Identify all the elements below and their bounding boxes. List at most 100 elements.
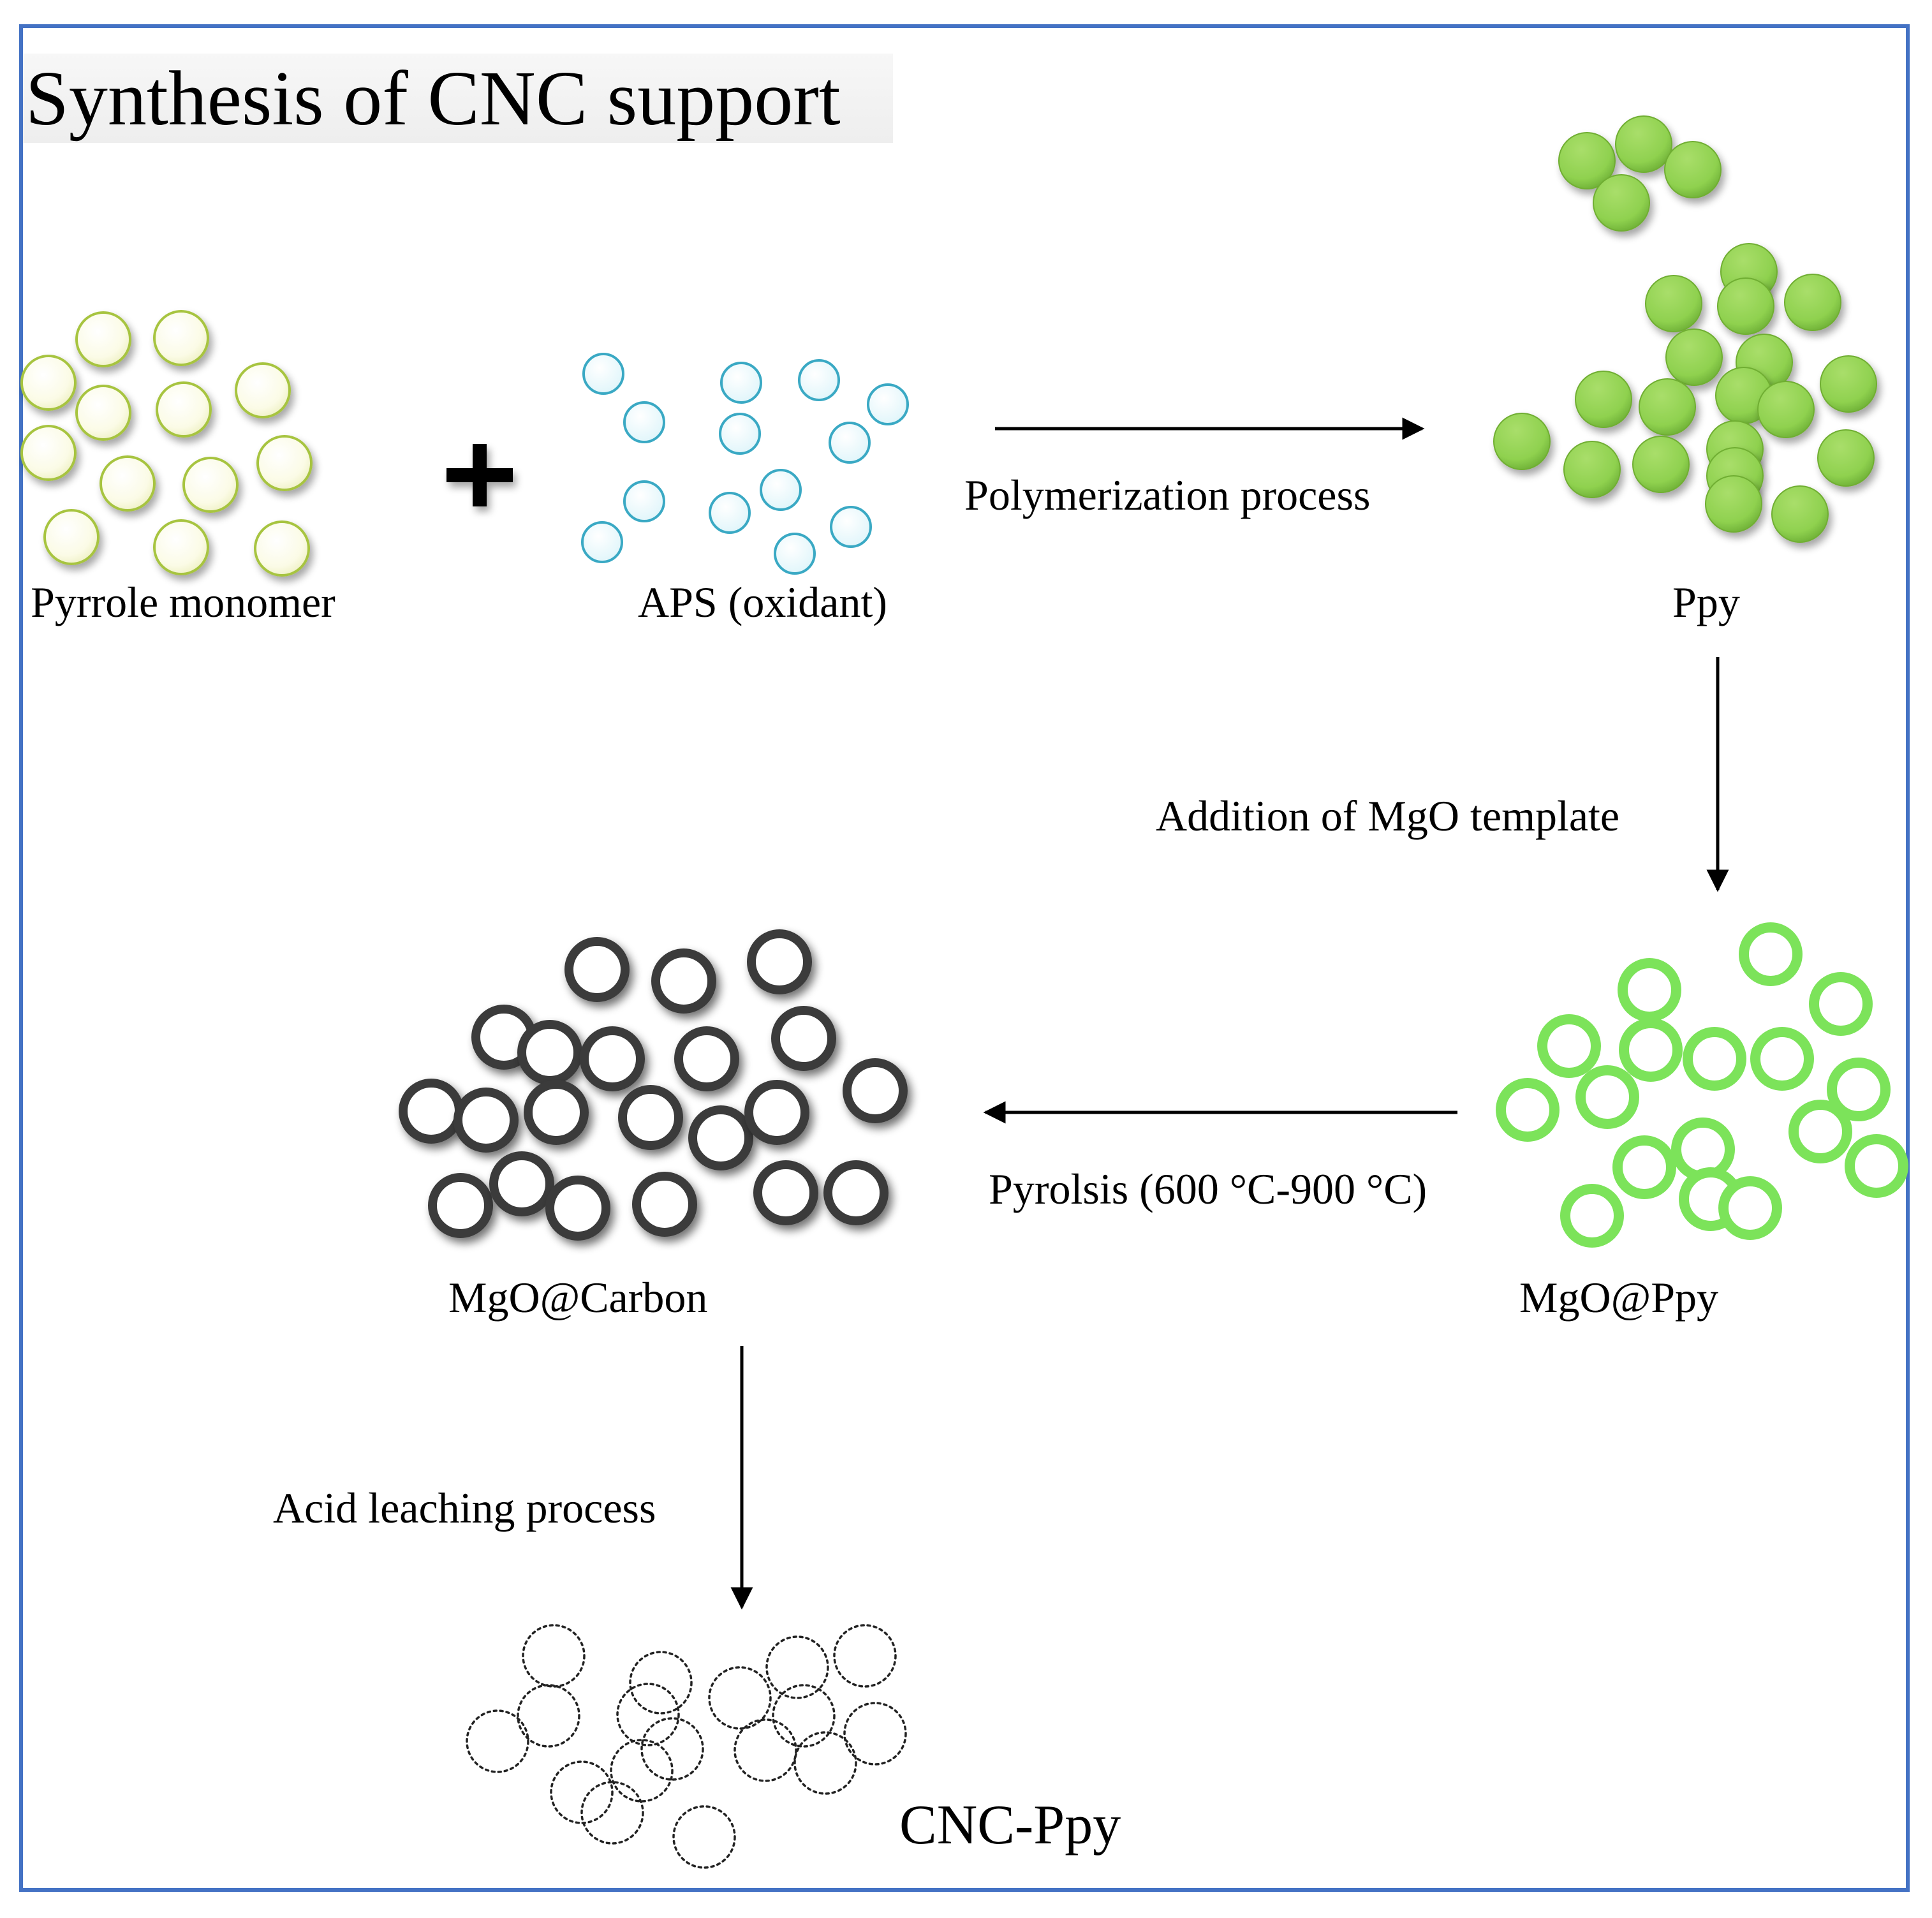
mgo-carbon-particle bbox=[564, 937, 630, 1002]
aps-particle bbox=[582, 353, 624, 395]
ppy-particle bbox=[1771, 485, 1829, 543]
mgo-ppy-particle bbox=[1671, 1118, 1735, 1181]
mgo-carbon-particle bbox=[428, 1173, 493, 1238]
ppy-particle bbox=[1664, 141, 1722, 198]
cnc-ppy-hollow-particle bbox=[550, 1760, 614, 1824]
cnc-ppy-hollow-particle bbox=[580, 1781, 644, 1845]
ppy-particle bbox=[1817, 429, 1875, 487]
cnc-ppy-hollow-particle bbox=[734, 1718, 797, 1782]
aps-particle bbox=[830, 506, 872, 548]
title-background bbox=[23, 54, 893, 143]
mgo-carbon-particle bbox=[747, 929, 812, 994]
acid-leaching-process-label: Acid leaching process bbox=[273, 1484, 656, 1532]
pyrrole-particle bbox=[75, 311, 131, 367]
mgo-carbon-particle bbox=[618, 1085, 683, 1150]
cnc-ppy-hollow-particle bbox=[640, 1717, 704, 1781]
mgo-carbon-particle bbox=[524, 1080, 589, 1145]
cnc-ppy-hollow-particle bbox=[793, 1731, 857, 1795]
mgo-carbon-particle bbox=[674, 1026, 739, 1091]
mgo-ppy-cluster bbox=[1496, 922, 1908, 1248]
cnc-ppy-cluster bbox=[466, 1624, 907, 1869]
mgo-ppy-particle bbox=[1809, 972, 1873, 1036]
ppy-particle bbox=[1632, 436, 1690, 493]
pyrrole-particle bbox=[20, 355, 77, 411]
aps-particle bbox=[623, 401, 665, 443]
aps-particle bbox=[719, 413, 761, 455]
mgo-carbon-label: MgO@Carbon bbox=[448, 1273, 708, 1322]
cnc-ppy-hollow-particle bbox=[833, 1624, 897, 1688]
mgo-ppy-label: MgO@Ppy bbox=[1519, 1273, 1719, 1322]
mgo-ppy-particle bbox=[1750, 1027, 1814, 1091]
figure-title: Synthesis of CNC support bbox=[26, 55, 841, 142]
ppy-particle bbox=[1558, 132, 1616, 189]
plus-icon bbox=[446, 444, 513, 506]
cnc-ppy-hollow-particle bbox=[672, 1805, 736, 1869]
aps-particle bbox=[720, 362, 762, 404]
mgo-ppy-particle bbox=[1496, 1078, 1560, 1142]
aps-oxidant-label: APS (oxidant) bbox=[638, 578, 887, 626]
pyrolysis-label: Pyrolsis (600 °C-900 °C) bbox=[989, 1165, 1427, 1213]
ppy-cluster bbox=[1493, 115, 1877, 543]
pyrrole-monomer-label: Pyrrole monomer bbox=[31, 578, 336, 626]
pyrrole-particle bbox=[156, 381, 212, 438]
addition-of-mgo-template-label: Addition of MgO template bbox=[1156, 792, 1620, 840]
pyrrole-particle bbox=[153, 310, 209, 366]
pyrrole-particle bbox=[182, 457, 239, 513]
pyrrole-particle bbox=[235, 362, 291, 418]
ppy-particle bbox=[1563, 441, 1621, 498]
ppy-particle bbox=[1615, 115, 1672, 173]
mgo-carbon-particle bbox=[744, 1080, 809, 1145]
ppy-particle bbox=[1639, 378, 1696, 436]
pyrrole-particle bbox=[254, 520, 310, 577]
mgo-carbon-particle bbox=[651, 948, 716, 1014]
aps-particle bbox=[798, 359, 840, 401]
pyrrole-particle bbox=[256, 435, 313, 491]
ppy-particle bbox=[1665, 328, 1723, 386]
cnc-ppy-hollow-particle bbox=[616, 1683, 680, 1746]
ppy-particle bbox=[1493, 413, 1551, 470]
mgo-ppy-particle bbox=[1718, 1176, 1782, 1240]
mgo-carbon-particle bbox=[489, 1151, 554, 1216]
aps-particle bbox=[709, 492, 751, 534]
mgo-carbon-particle bbox=[843, 1058, 908, 1123]
mgo-ppy-particle bbox=[1827, 1058, 1891, 1121]
ppy-particle bbox=[1820, 355, 1877, 413]
mgo-ppy-particle bbox=[1739, 922, 1803, 986]
aps-particle bbox=[581, 521, 623, 563]
ppy-particle bbox=[1593, 174, 1650, 232]
mgo-carbon-particle bbox=[771, 1006, 836, 1071]
mgo-ppy-particle bbox=[1788, 1100, 1852, 1163]
mgo-carbon-particle bbox=[454, 1088, 519, 1153]
pyrrole-particle bbox=[43, 509, 100, 565]
cnc-ppy-hollow-particle bbox=[517, 1684, 580, 1748]
aps-oxidant-cluster bbox=[581, 353, 909, 575]
aps-particle bbox=[774, 533, 816, 575]
ppy-particle bbox=[1645, 275, 1702, 332]
ppy-particle bbox=[1575, 371, 1632, 428]
aps-particle bbox=[867, 383, 909, 425]
mgo-carbon-particle bbox=[580, 1026, 645, 1091]
mgo-ppy-particle bbox=[1845, 1134, 1908, 1198]
mgo-carbon-particle bbox=[632, 1172, 697, 1237]
ppy-label: Ppy bbox=[1672, 578, 1740, 626]
mgo-ppy-particle bbox=[1618, 958, 1681, 1022]
pyrrole-particle bbox=[75, 385, 131, 441]
cnc-ppy-hollow-particle bbox=[522, 1624, 586, 1688]
pyrrole-particle bbox=[153, 519, 209, 575]
mgo-carbon-particle bbox=[688, 1105, 753, 1170]
mgo-carbon-particle bbox=[399, 1079, 464, 1144]
mgo-carbon-particle bbox=[753, 1160, 818, 1225]
pyrrole-particle bbox=[100, 455, 156, 512]
figure-frame bbox=[19, 24, 1910, 1892]
aps-particle bbox=[829, 422, 871, 464]
aps-particle bbox=[760, 469, 802, 511]
mgo-ppy-particle bbox=[1575, 1065, 1639, 1129]
mgo-carbon-cluster bbox=[399, 929, 908, 1241]
cnc-ppy-hollow-particle bbox=[765, 1635, 829, 1699]
cnc-ppy-hollow-particle bbox=[708, 1666, 772, 1730]
ppy-particle bbox=[1717, 277, 1774, 335]
pyrrole-monomer-cluster bbox=[20, 310, 313, 577]
polymerization-process-label: Polymerization process bbox=[964, 471, 1371, 519]
